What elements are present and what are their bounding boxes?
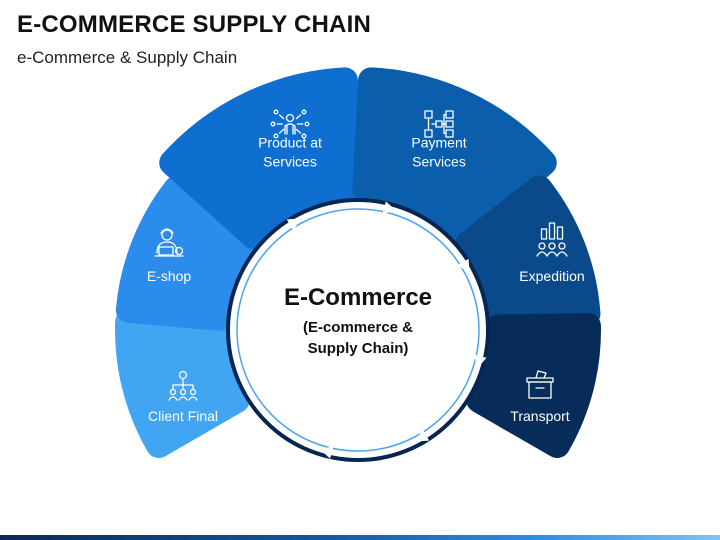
org-chart-icon [168,370,198,401]
cycle-arrow [414,372,477,442]
center-circle [226,198,490,462]
delivery-box-icon [526,370,554,399]
segment-label-payment-services-2: Services [412,154,466,170]
segment-transport: Transport [466,312,601,458]
center-subtitle-line2: Supply Chain) [308,340,409,357]
footer-bar [0,535,720,540]
segment-product-services: Product at Services [159,67,364,250]
segment-shape-product-services [159,67,364,250]
segment-label-client-final: Client Final [148,408,218,424]
cycle-arrow [319,442,412,459]
center-block: E-Commerce (E-commerce & Supply Chain) [284,284,432,357]
segment-shape-transport [466,312,601,458]
segment-label-expedition: Expedition [519,268,584,284]
cycle-ring [226,198,490,462]
segment-label-payment-services-1: Payment [411,135,466,151]
flowchart-icon [424,110,454,138]
segment-label-product-services-2: Services [263,154,317,170]
segment-label-transport: Transport [510,408,570,424]
group-growth-icon [536,222,568,257]
segment-label-product-services-1: Product at [258,135,322,151]
cycle-arrow [470,276,487,369]
segment-shape-payment-services [352,67,557,250]
cycle-arrow [304,201,397,218]
cycle-arrow [239,218,302,288]
center-subtitle-line1: (E-commerce & [303,319,413,336]
segment-client-final: Client Final [115,308,250,458]
page-subtitle: e-Commerce & Supply Chain [17,48,238,67]
cycle-arrow [400,211,470,274]
inner-ring-line [236,208,480,452]
segment-label-e-shop: E-shop [147,268,192,284]
center-title: E-Commerce [284,284,432,311]
page-title: E-COMMERCE SUPPLY CHAIN [17,11,371,38]
shop-worker-icon [154,228,184,257]
network-person-icon [270,109,310,139]
